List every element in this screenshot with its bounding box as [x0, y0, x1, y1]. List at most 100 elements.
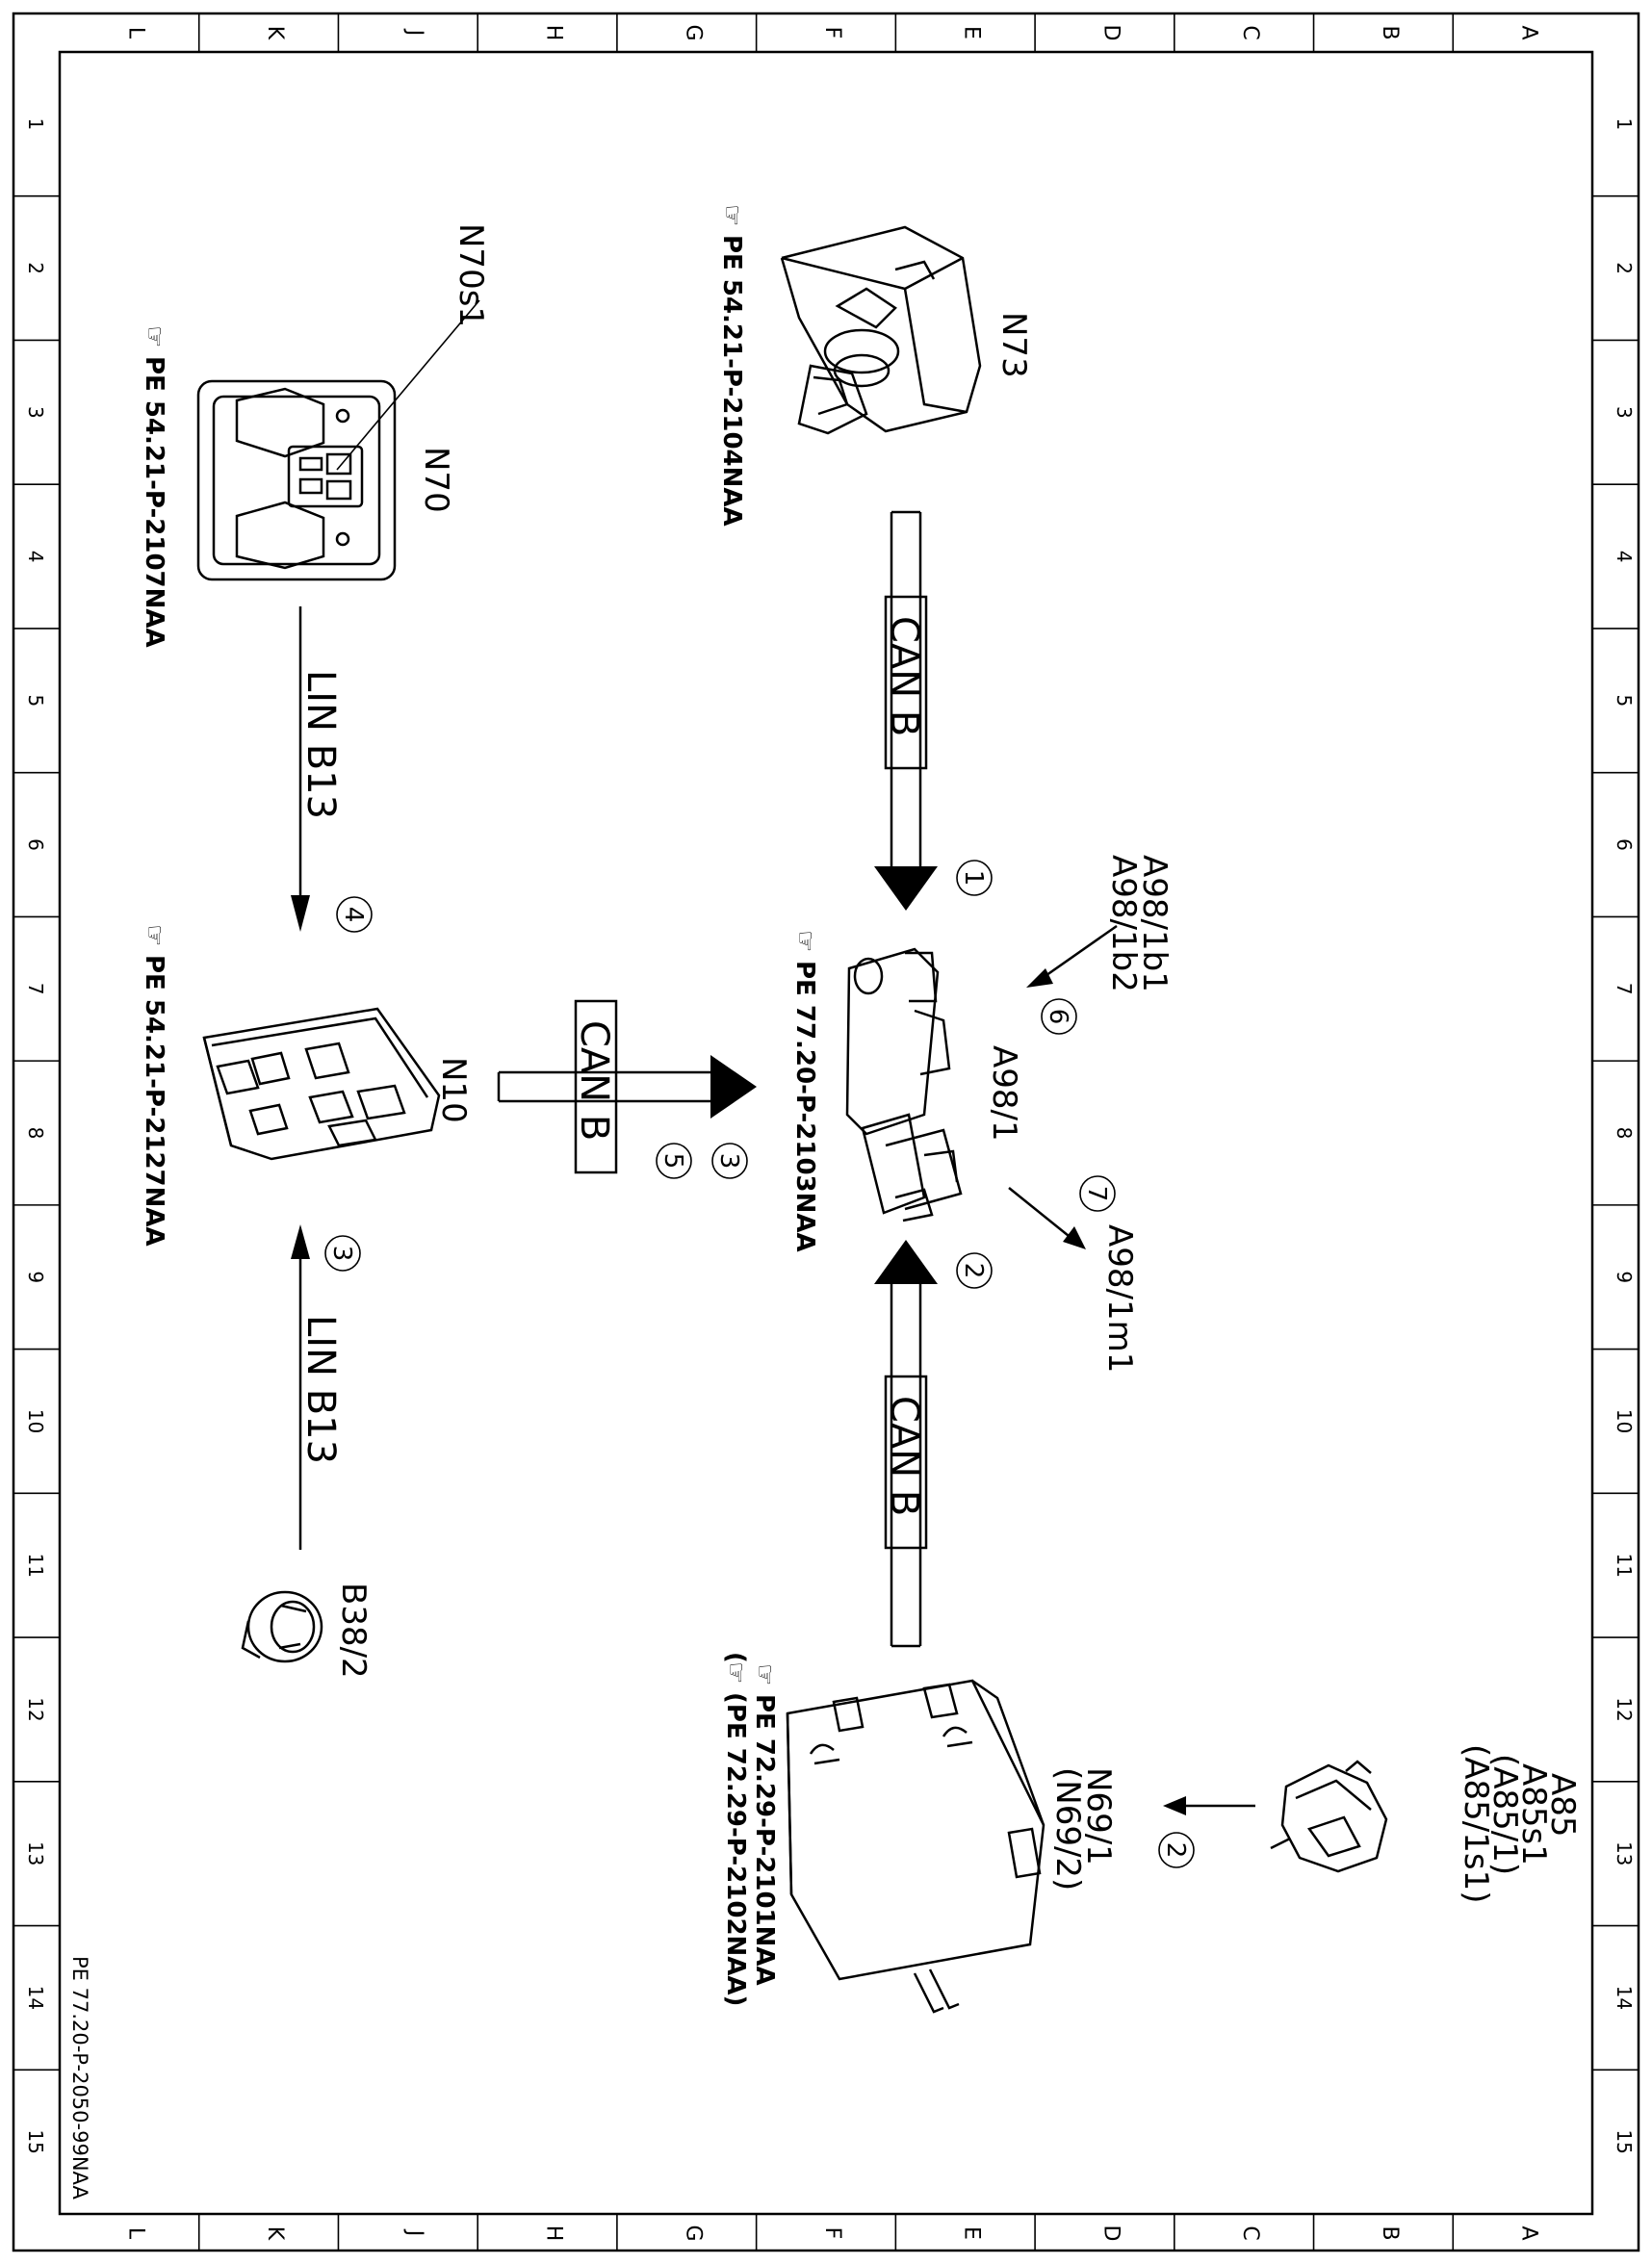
grid-row-7-right: 7 — [1613, 983, 1636, 995]
can-b-bus-top: CAN B — [874, 510, 938, 911]
grid-row-1-left: 1 — [24, 117, 47, 130]
grid-row-12-left: 12 — [24, 1697, 47, 1721]
svg-text:☞: ☞ — [140, 924, 168, 946]
svg-text:☞: ☞ — [140, 325, 168, 347]
svg-text:LIN B13: LIN B13 — [298, 670, 343, 819]
svg-text:PE 54.21-P-2104NAA: PE 54.21-P-2104NAA — [717, 235, 746, 527]
svg-text:PE 54.21-P-2107NAA: PE 54.21-P-2107NAA — [140, 356, 168, 648]
grid-row-9-right: 9 — [1613, 1271, 1636, 1283]
grid-row-3-left: 3 — [24, 406, 47, 419]
n70-overhead-control-panel — [196, 299, 480, 581]
n10-sam-module — [202, 1007, 441, 1161]
b38-2-rain-light-sensor — [241, 1590, 323, 1663]
callout-6: 6 — [1041, 998, 1077, 1035]
grid-col-D-top: D — [1098, 25, 1123, 41]
grid-row-10-right: 10 — [1613, 1409, 1636, 1433]
grid-row-10-left: 10 — [24, 1409, 47, 1433]
callout-4: 4 — [336, 896, 373, 933]
svg-text:☞: ☞ — [790, 930, 819, 952]
a85-labels: A85 A85s1 (A85/1) (A85/1s1) — [1457, 1744, 1582, 1903]
n10-label: N10 — [434, 1057, 473, 1123]
svg-text:1: 1 — [959, 870, 988, 887]
svg-text:7: 7 — [1082, 1186, 1111, 1202]
n73-reference: ☞ PE 54.21-P-2104NAA — [717, 204, 746, 527]
grid-col-F-top: F — [820, 27, 844, 39]
grid-col-L-top: L — [123, 27, 147, 39]
grid-row-4-right: 4 — [1613, 551, 1636, 563]
svg-text:PE 77.20-P-2103NAA: PE 77.20-P-2103NAA — [790, 961, 819, 1252]
n69-1-references: ☞ PE 72.29-P-2101NAA ( ☞ (PE 72.29-P-210… — [721, 1652, 779, 2006]
grid-col-J-bottom: J — [402, 2228, 426, 2237]
grid-col-A-top: A — [1517, 25, 1541, 39]
callout-1: 1 — [956, 860, 993, 896]
grid-col-H-bottom: H — [542, 2225, 566, 2242]
can-b-bus-middle: CAN B — [497, 999, 757, 1174]
grid-col-C-top: C — [1238, 25, 1262, 39]
svg-text:A98/1b1: A98/1b1 — [1135, 855, 1174, 992]
lin-b13-top: LIN B13 — [291, 606, 343, 932]
svg-text:(: ( — [721, 1652, 750, 1663]
grid-col-B-bottom: B — [1378, 2225, 1402, 2240]
grid-row-6-left: 6 — [24, 838, 47, 851]
svg-text:(PE 72.29-P-2102NAA): (PE 72.29-P-2102NAA) — [721, 1692, 750, 2006]
grid-row-6-right: 6 — [1613, 838, 1636, 851]
callout-2-a85: 2 — [1158, 1832, 1195, 1868]
callout-7: 7 — [1079, 1175, 1116, 1212]
grid-col-F-bottom: F — [820, 2227, 844, 2240]
a98-1-label: A98/1 — [985, 1045, 1023, 1142]
svg-text:A98/1b2: A98/1b2 — [1104, 855, 1143, 992]
grid-col-E-top: E — [960, 26, 984, 39]
a98-1b-input-arrow — [1026, 924, 1118, 988]
a85-outside-mirror — [1270, 1760, 1388, 1873]
svg-text:3: 3 — [714, 1153, 743, 1170]
svg-text:☞: ☞ — [717, 204, 746, 226]
svg-text:5: 5 — [658, 1153, 687, 1170]
svg-text:6: 6 — [1044, 1009, 1072, 1025]
svg-text:3: 3 — [327, 1246, 356, 1262]
grid-col-K-top: K — [263, 26, 287, 40]
a98-1m1-label: A98/1m1 — [1100, 1224, 1139, 1373]
lin-b13-bottom: LIN B13 — [291, 1224, 343, 1550]
grid-row-4-left: 4 — [24, 551, 47, 563]
n69-1-door-control-unit — [786, 1679, 1045, 2014]
grid-row-15-right: 15 — [1613, 2129, 1636, 2153]
a98-1b-labels: A98/1b1 A98/1b2 — [1104, 855, 1174, 992]
grid-row-9-left: 9 — [24, 1271, 47, 1283]
svg-text:CAN B: CAN B — [882, 1396, 926, 1516]
a98-1-reference: ☞ PE 77.20-P-2103NAA — [790, 930, 819, 1252]
callout-3-can: 3 — [711, 1143, 748, 1179]
n70-label: N70 — [417, 447, 455, 513]
n73-label: N73 — [994, 312, 1033, 378]
grid-row-2-left: 2 — [24, 262, 47, 274]
a98-1-sliding-roof-motor — [845, 947, 963, 1222]
svg-text:2: 2 — [959, 1263, 988, 1279]
svg-text:☞: ☞ — [750, 1663, 779, 1685]
grid-col-L-bottom: L — [123, 2227, 147, 2240]
svg-text:A85s1: A85s1 — [1514, 1763, 1553, 1865]
drawing-frame — [12, 12, 1640, 2252]
grid-row-11-right: 11 — [1613, 1553, 1636, 1577]
svg-text:(A85/1): (A85/1) — [1485, 1754, 1524, 1875]
callout-5: 5 — [656, 1143, 692, 1179]
grid-row-13-right: 13 — [1613, 1841, 1636, 1865]
grid-col-C-bottom: C — [1238, 2225, 1262, 2240]
svg-text:LIN B13: LIN B13 — [298, 1315, 343, 1464]
can-b-bus-bottom: CAN B — [874, 1240, 938, 1648]
grid-row-11-left: 11 — [24, 1553, 47, 1577]
n70s1-label: N70s1 — [452, 223, 490, 327]
grid-row-7-left: 7 — [24, 983, 47, 995]
grid-col-G-bottom: G — [681, 2225, 705, 2241]
svg-text:A85: A85 — [1543, 1773, 1582, 1838]
grid-row-8-left: 8 — [24, 1127, 47, 1140]
grid-row-14-left: 14 — [24, 1986, 47, 2010]
n73-ignition-switch — [780, 225, 982, 435]
grid-row-8-right: 8 — [1613, 1127, 1636, 1140]
a98-1m1-output-arrow — [1008, 1187, 1086, 1249]
n70-reference: ☞ PE 54.21-P-2107NAA — [140, 325, 168, 648]
svg-text:PE 54.21-P-2127NAA: PE 54.21-P-2127NAA — [140, 955, 168, 1247]
grid-row-13-left: 13 — [24, 1841, 47, 1865]
